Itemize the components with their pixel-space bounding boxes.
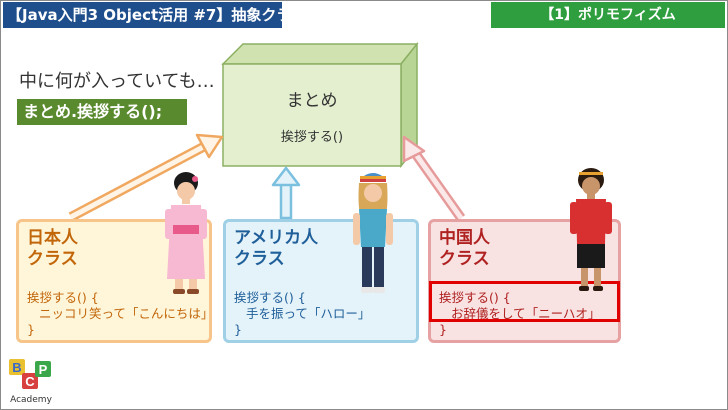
code-line1: 挨拶する() { — [234, 290, 306, 305]
abstract-box-title: まとめ — [286, 91, 338, 111]
section-title: 【1】ポリモフィズム — [491, 2, 725, 28]
class-name-line1: 中国人 — [439, 228, 490, 248]
japanese-woman-icon — [165, 172, 207, 294]
code-line2: ニッコリ笑って「こんにちは」 — [39, 306, 214, 321]
class-code: 挨拶する() { ニッコリ笑って「こんにちは」 } — [27, 290, 213, 338]
arrow-america — [271, 166, 301, 220]
method-call-box: まとめ.挨拶する(); — [17, 99, 187, 125]
code-line3: } — [27, 322, 35, 337]
class-name-line2: クラス — [27, 249, 78, 269]
code-line3: } — [439, 322, 447, 337]
code-line1: 挨拶する() { — [27, 290, 99, 305]
class-code: 挨拶する() { 手を振って「ハロー」 } — [234, 290, 370, 338]
class-name-line2: クラス — [234, 249, 285, 269]
class-name-line2: クラス — [439, 249, 490, 269]
chinese-woman-icon — [570, 168, 612, 291]
abstract-box-top — [221, 43, 419, 65]
highlight-frame — [429, 281, 620, 322]
abstract-box-front — [222, 63, 402, 167]
class-name-line1: アメリカ人 — [234, 228, 319, 248]
svg-text:C: C — [25, 374, 35, 389]
bcp-academy-logo-icon: B C P — [9, 359, 51, 389]
arrow-china — [402, 135, 466, 221]
class-name-line1: 日本人 — [27, 228, 78, 248]
code-line3: } — [234, 322, 242, 337]
svg-text:B: B — [12, 360, 21, 375]
logo-text: Academy — [10, 395, 52, 405]
code-line2: お辞儀をして「ニーハオ」 — [451, 306, 601, 321]
code-line1: 挨拶する() { — [439, 290, 511, 305]
american-woman-icon — [353, 173, 393, 293]
arrow-japan — [68, 133, 224, 222]
abstract-box-method: 挨拶する() — [280, 130, 344, 145]
code-line2: 手を振って「ハロー」 — [246, 306, 371, 321]
header-title: 【Java入門3 Object活用 #7】抽象クラス — [3, 2, 306, 28]
note-text: 中に何が入っていても… — [19, 71, 215, 92]
class-code: 挨拶する() { お辞儀をして「ニーハオ」 } — [439, 290, 600, 338]
svg-text:P: P — [39, 362, 48, 377]
